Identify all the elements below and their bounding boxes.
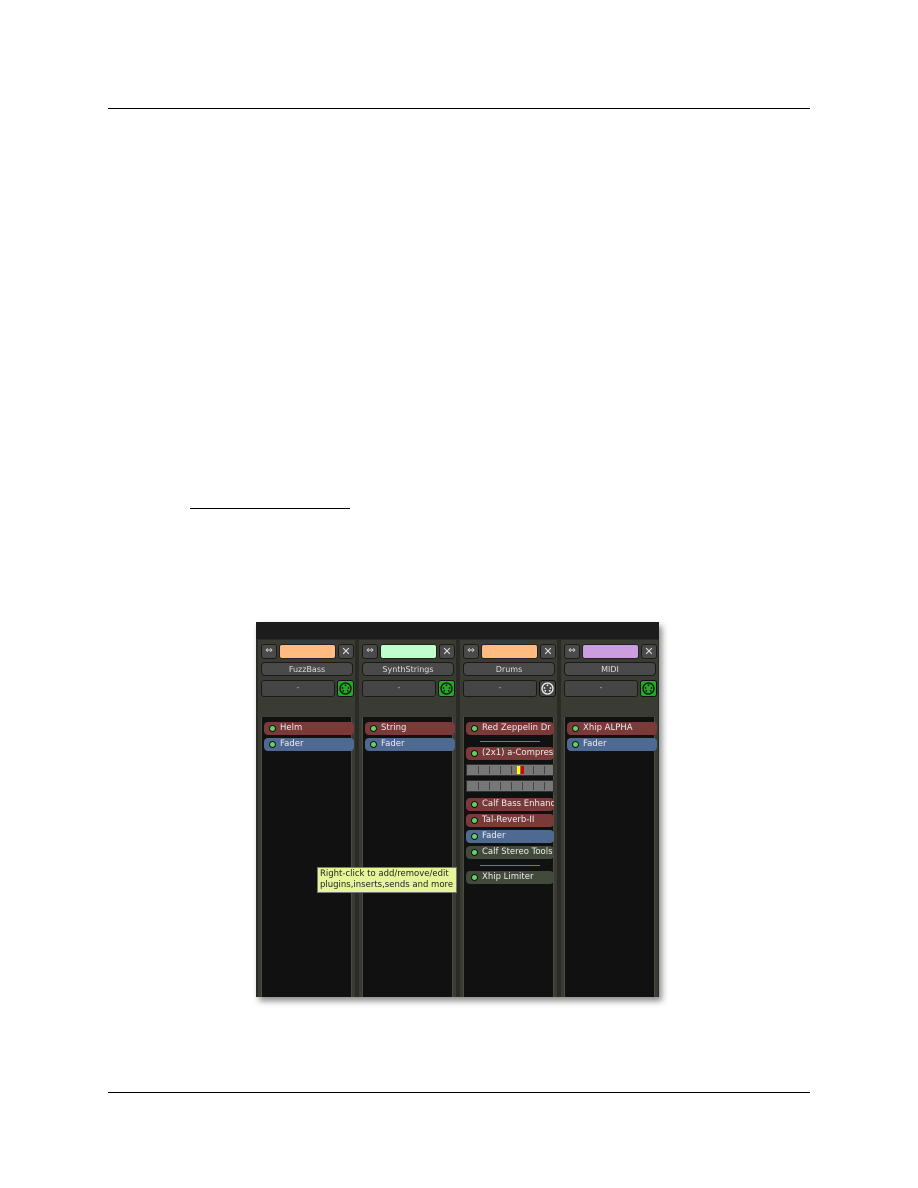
midi-input-icon[interactable] xyxy=(438,680,455,697)
expand-icon: ⇔ xyxy=(568,646,576,656)
tooltip-line-1: Right-click to add/remove/edit xyxy=(320,869,449,879)
plugin-active-led[interactable] xyxy=(370,725,377,732)
close-icon: ✕ xyxy=(442,645,452,658)
plugin-effect[interactable]: Xhip Limiter xyxy=(466,871,554,884)
plugin-label: Helm xyxy=(280,723,303,733)
plugin-label: Calf Stereo Tools xyxy=(482,847,553,857)
strip-color-bar[interactable] xyxy=(380,644,437,659)
close-icon: ✕ xyxy=(341,645,351,658)
plugin-instrument[interactable]: Calf Bass Enhance xyxy=(466,798,554,811)
input-selector[interactable]: - xyxy=(564,680,638,697)
plugin-active-led[interactable] xyxy=(269,741,276,748)
close-button[interactable]: ✕ xyxy=(338,644,354,659)
plugin-active-led[interactable] xyxy=(471,849,478,856)
expand-icon: ⇔ xyxy=(366,646,374,656)
plugin-active-led[interactable] xyxy=(471,725,478,732)
expand-icon: ⇔ xyxy=(265,646,273,656)
plugin-meter xyxy=(466,764,554,776)
close-icon: ✕ xyxy=(644,645,654,658)
strip-name[interactable]: Drums xyxy=(463,662,555,676)
strip-color-bar[interactable] xyxy=(279,644,336,659)
meter-peak xyxy=(517,766,520,774)
plugin-instrument[interactable]: Tal-Reverb-II xyxy=(466,814,554,827)
strip-color-bar[interactable] xyxy=(481,644,538,659)
plugin-fader[interactable]: Fader xyxy=(466,830,554,843)
plugin-label: Fader xyxy=(482,831,506,841)
expand-button[interactable]: ⇔ xyxy=(463,644,479,659)
strip-name[interactable]: FuzzBass xyxy=(261,662,353,676)
tooltip-line-2: plugins,inserts,sends and more xyxy=(320,880,454,890)
plugin-active-led[interactable] xyxy=(471,833,478,840)
close-button[interactable]: ✕ xyxy=(641,644,657,659)
plugin-fader[interactable]: Fader xyxy=(365,738,455,751)
plugin-label: Tal-Reverb-II xyxy=(482,815,535,825)
input-selector[interactable]: - xyxy=(362,680,436,697)
plugin-area[interactable] xyxy=(261,717,352,997)
plugin-label: Fader xyxy=(280,739,304,749)
routing-connector xyxy=(480,741,540,742)
footer-rule xyxy=(108,1092,810,1093)
plugin-label: Calf Bass Enhance xyxy=(482,799,554,809)
plugin-instrument[interactable]: String xyxy=(365,722,455,735)
strip-name[interactable]: SynthStrings xyxy=(362,662,454,676)
plugin-active-led[interactable] xyxy=(572,741,579,748)
plugin-active-led[interactable] xyxy=(572,725,579,732)
strip-color-bar[interactable] xyxy=(582,644,639,659)
plugin-area[interactable] xyxy=(564,717,655,997)
plugin-label: String xyxy=(381,723,407,733)
plugin-meter xyxy=(466,780,554,792)
plugin-active-led[interactable] xyxy=(471,750,478,757)
plugin-label: Xhip Limiter xyxy=(482,872,534,882)
routing-connector xyxy=(480,865,540,866)
plugin-instrument[interactable]: (2x1) a-Compress xyxy=(466,747,554,760)
close-button[interactable]: ✕ xyxy=(439,644,455,659)
plugin-instrument[interactable]: Helm xyxy=(264,722,354,735)
plugin-fader[interactable]: Fader xyxy=(567,738,657,751)
expand-icon: ⇔ xyxy=(467,646,475,656)
input-selector[interactable]: - xyxy=(463,680,537,697)
meter-level xyxy=(521,766,524,774)
plugin-label: Xhip ALPHA xyxy=(583,723,633,733)
mixer-title-bar xyxy=(256,622,659,639)
plugin-label: (2x1) a-Compress xyxy=(482,748,554,758)
midi-input-icon[interactable] xyxy=(337,680,354,697)
plugin-label: Fader xyxy=(583,739,607,749)
plugin-label: Fader xyxy=(381,739,405,749)
tooltip: Right-click to add/remove/edit plugins,i… xyxy=(317,867,457,893)
plugin-area[interactable] xyxy=(362,717,453,997)
midi-input-icon[interactable] xyxy=(539,680,556,697)
header-rule xyxy=(108,108,810,109)
text-underline xyxy=(190,508,350,509)
plugin-active-led[interactable] xyxy=(471,817,478,824)
mixer-strip: ⇔ ✕ MIDI - Xhip ALPHA Fader xyxy=(561,640,658,997)
plugin-instrument[interactable]: Red Zeppelin Dr xyxy=(466,722,554,735)
input-selector[interactable]: - xyxy=(261,680,335,697)
plugin-label: Red Zeppelin Dr xyxy=(482,723,551,733)
midi-input-icon[interactable] xyxy=(640,680,657,697)
plugin-active-led[interactable] xyxy=(269,725,276,732)
plugin-instrument[interactable]: Xhip ALPHA xyxy=(567,722,657,735)
strip-name[interactable]: MIDI xyxy=(564,662,656,676)
plugin-active-led[interactable] xyxy=(471,801,478,808)
plugin-fader[interactable]: Fader xyxy=(264,738,354,751)
plugin-active-led[interactable] xyxy=(471,874,478,881)
expand-button[interactable]: ⇔ xyxy=(564,644,580,659)
expand-button[interactable]: ⇔ xyxy=(261,644,277,659)
plugin-effect[interactable]: Calf Stereo Tools xyxy=(466,846,554,859)
expand-button[interactable]: ⇔ xyxy=(362,644,378,659)
plugin-active-led[interactable] xyxy=(370,741,377,748)
close-button[interactable]: ✕ xyxy=(540,644,556,659)
close-icon: ✕ xyxy=(543,645,553,658)
